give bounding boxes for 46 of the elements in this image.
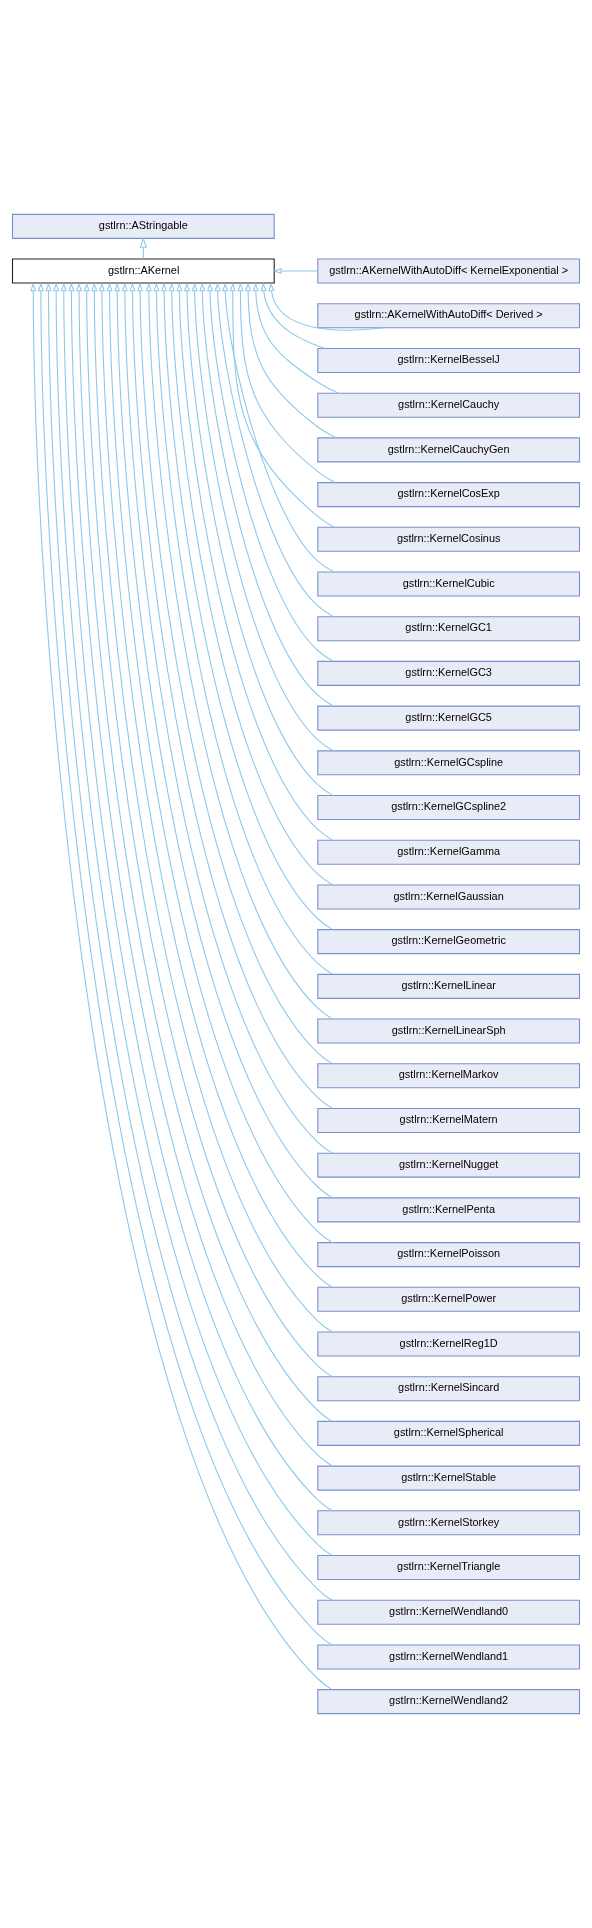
node-box: gstlrn::KernelPoisson bbox=[317, 1242, 581, 1268]
node-box: gstlrn::KernelReg1D bbox=[317, 1331, 581, 1357]
node-box: gstlrn::KernelPower bbox=[317, 1286, 581, 1312]
node-box: gstlrn::KernelWendland1 bbox=[317, 1644, 581, 1670]
arrow bbox=[229, 282, 335, 528]
node-box: gstlrn::KernelGC1 bbox=[317, 616, 581, 642]
node-box: gstlrn::KernelWendland0 bbox=[317, 1599, 581, 1625]
node-box: gstlrn::KernelGaussian bbox=[317, 884, 581, 910]
node-box: gstlrn::AStringable bbox=[11, 213, 275, 239]
node-box: gstlrn::KernelCauchy bbox=[317, 392, 581, 418]
arrow bbox=[206, 282, 334, 662]
arrow bbox=[139, 236, 148, 260]
node-box: gstlrn::KernelGeometric bbox=[317, 929, 581, 955]
node-box: gstlrn::AKernelWithAutoDiff< KernelExponential > bbox=[317, 258, 581, 284]
node-box: gstlrn::KernelSpherical bbox=[317, 1420, 581, 1446]
node-box: gstlrn::KernelGC3 bbox=[317, 660, 581, 686]
node-box: gstlrn::KernelStable bbox=[317, 1465, 581, 1491]
arrow bbox=[222, 282, 335, 573]
node-box: gstlrn::KernelSincard bbox=[317, 1376, 581, 1402]
node-box: gstlrn::KernelPenta bbox=[317, 1197, 581, 1223]
arrow bbox=[252, 282, 340, 394]
arrow bbox=[272, 268, 319, 275]
node-box: gstlrn::KernelCosinus bbox=[317, 526, 581, 552]
node-box: gstlrn::KernelGCspline2 bbox=[317, 795, 581, 821]
arrow bbox=[260, 282, 326, 349]
node-box: gstlrn::KernelStorkey bbox=[317, 1510, 581, 1536]
node-box: gstlrn::KernelCubic bbox=[317, 571, 581, 597]
node-box: gstlrn::KernelTriangle bbox=[317, 1555, 581, 1581]
arrow bbox=[214, 282, 335, 618]
node-box: gstlrn::KernelCosExp bbox=[317, 482, 581, 508]
node-box: gstlrn::KernelCauchyGen bbox=[317, 437, 581, 463]
node-box: gstlrn::KernelWendland2 bbox=[317, 1689, 581, 1715]
node-box: gstlrn::KernelLinearSph bbox=[317, 1018, 581, 1044]
node-box: gstlrn::AKernelWithAutoDiff< Derived > bbox=[317, 303, 581, 329]
arrow bbox=[237, 282, 336, 483]
node-box: gstlrn::KernelGCspline bbox=[317, 750, 581, 776]
node-box: gstlrn::KernelMatern bbox=[317, 1107, 581, 1133]
node-box: gstlrn::KernelGC5 bbox=[317, 705, 581, 731]
node-box: gstlrn::KernelMarkov bbox=[317, 1063, 581, 1089]
node-box: gstlrn::KernelGamma bbox=[317, 839, 581, 865]
arrow bbox=[245, 282, 337, 439]
node-box: gstlrn::AKernel bbox=[11, 258, 275, 284]
node-box: gstlrn::KernelLinear bbox=[317, 973, 581, 999]
node-box: gstlrn::KernelNugget bbox=[317, 1152, 581, 1178]
arrow bbox=[268, 282, 385, 331]
node-box: gstlrn::KernelBesselJ bbox=[317, 347, 581, 373]
